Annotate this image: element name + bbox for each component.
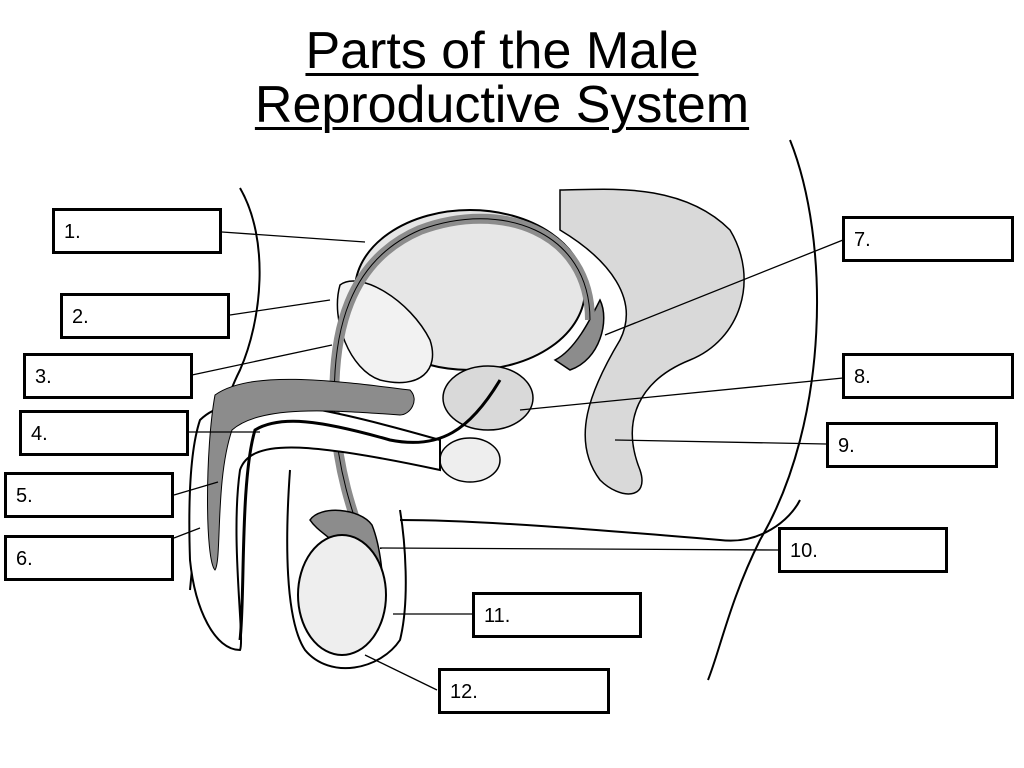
label-number-6: 6. [16,548,33,570]
label-box-6[interactable]: 6. [4,535,174,581]
label-number-7: 7. [854,229,871,251]
label-box-1[interactable]: 1. [52,208,222,254]
corpus-cavernosum [207,378,415,571]
label-box-4[interactable]: 4. [19,410,189,456]
label-number-10: 10. [790,540,818,562]
leader-lines [173,231,844,691]
label-number-3: 3. [35,366,52,388]
label-number-8: 8. [854,366,871,388]
label-box-8[interactable]: 8. [842,353,1014,399]
label-box-3[interactable]: 3. [23,353,193,399]
label-box-9[interactable]: 9. [826,422,998,468]
testis [297,534,387,656]
label-number-1: 1. [64,221,81,243]
label-number-5: 5. [16,485,33,507]
label-number-4: 4. [31,423,48,445]
label-box-2[interactable]: 2. [60,293,230,339]
label-number-2: 2. [72,306,89,328]
label-number-12: 12. [450,681,478,703]
body-outline-back [707,139,819,681]
label-box-5[interactable]: 5. [4,472,174,518]
label-number-11: 11. [484,605,511,627]
bulbourethral-gland [439,437,501,483]
scrotum [286,469,407,670]
label-box-11[interactable]: 11. [472,592,642,638]
label-box-10[interactable]: 10. [778,527,948,573]
abdominal-wall [399,499,801,542]
diagram-title: Parts of the Male Reproductive System [0,24,1004,132]
rectum [559,188,745,495]
label-number-9: 9. [838,435,855,457]
label-box-7[interactable]: 7. [842,216,1014,262]
title-line-2: Reproductive System [254,76,750,134]
urethra [238,379,502,641]
pubic-bone [336,280,434,384]
label-box-12[interactable]: 12. [438,668,610,714]
title-line-1: Parts of the Male [305,22,699,80]
